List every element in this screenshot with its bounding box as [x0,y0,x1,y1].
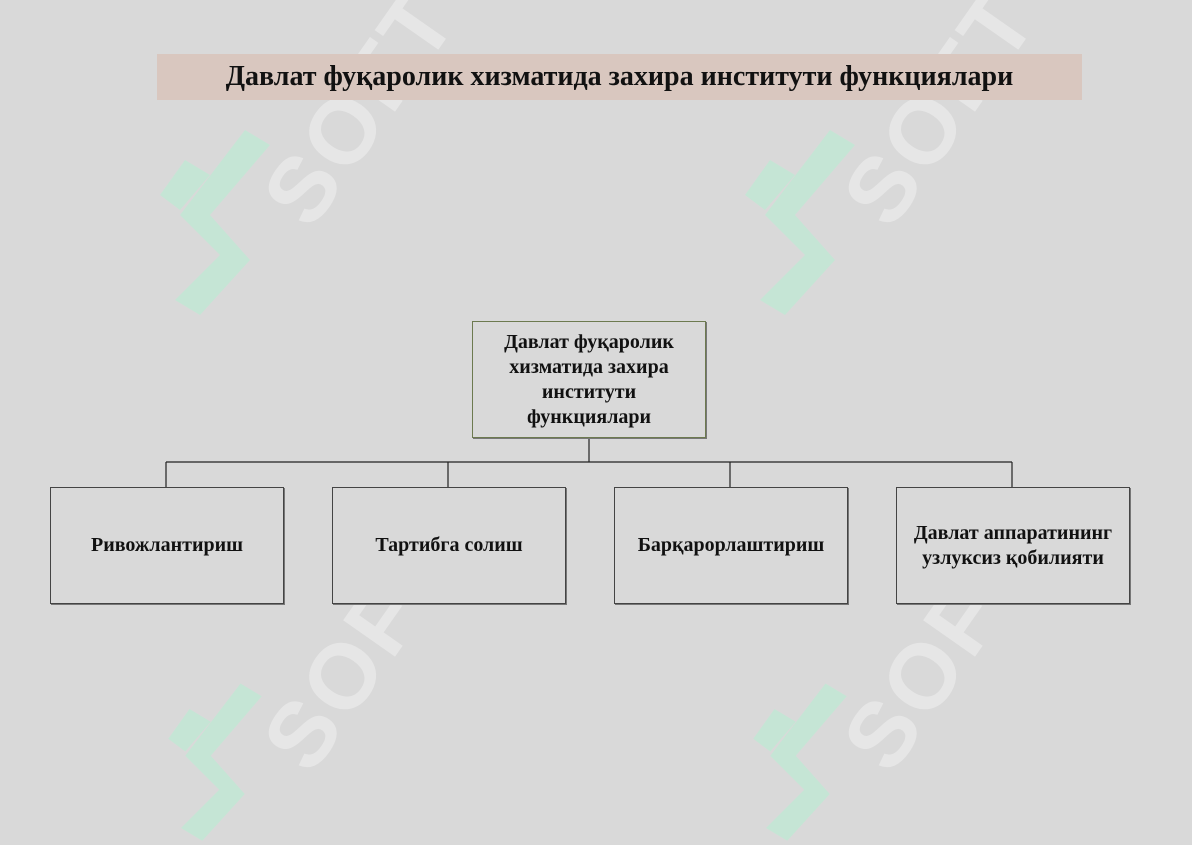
child-node-stabilization: Барқарорлаштириш [614,487,848,604]
child-node-label: Барқарорлаштириш [637,534,825,556]
child-node-continuity: Давлат аппаратининг узлуксиз қобилияти [896,487,1130,604]
child-node-development: Ривожлантириш [50,487,284,604]
page-title: Давлат фуқаролик хизматида захира инстит… [225,61,1014,92]
child-node-label: Ривожлантириш [90,534,244,556]
child-node-regulation: Тартибга солиш [332,487,566,604]
root-node: Давлат фуқаролик хизматида захира инстит… [472,321,706,438]
root-node-label: Давлат фуқаролик хизматида захира инстит… [504,330,674,428]
child-node-label: Давлат аппаратининг узлуксиз қобилияти [913,521,1113,569]
child-node-label: Тартибга солиш [375,534,523,556]
title-banner: Давлат фуқаролик хизматида захира инстит… [157,54,1082,100]
